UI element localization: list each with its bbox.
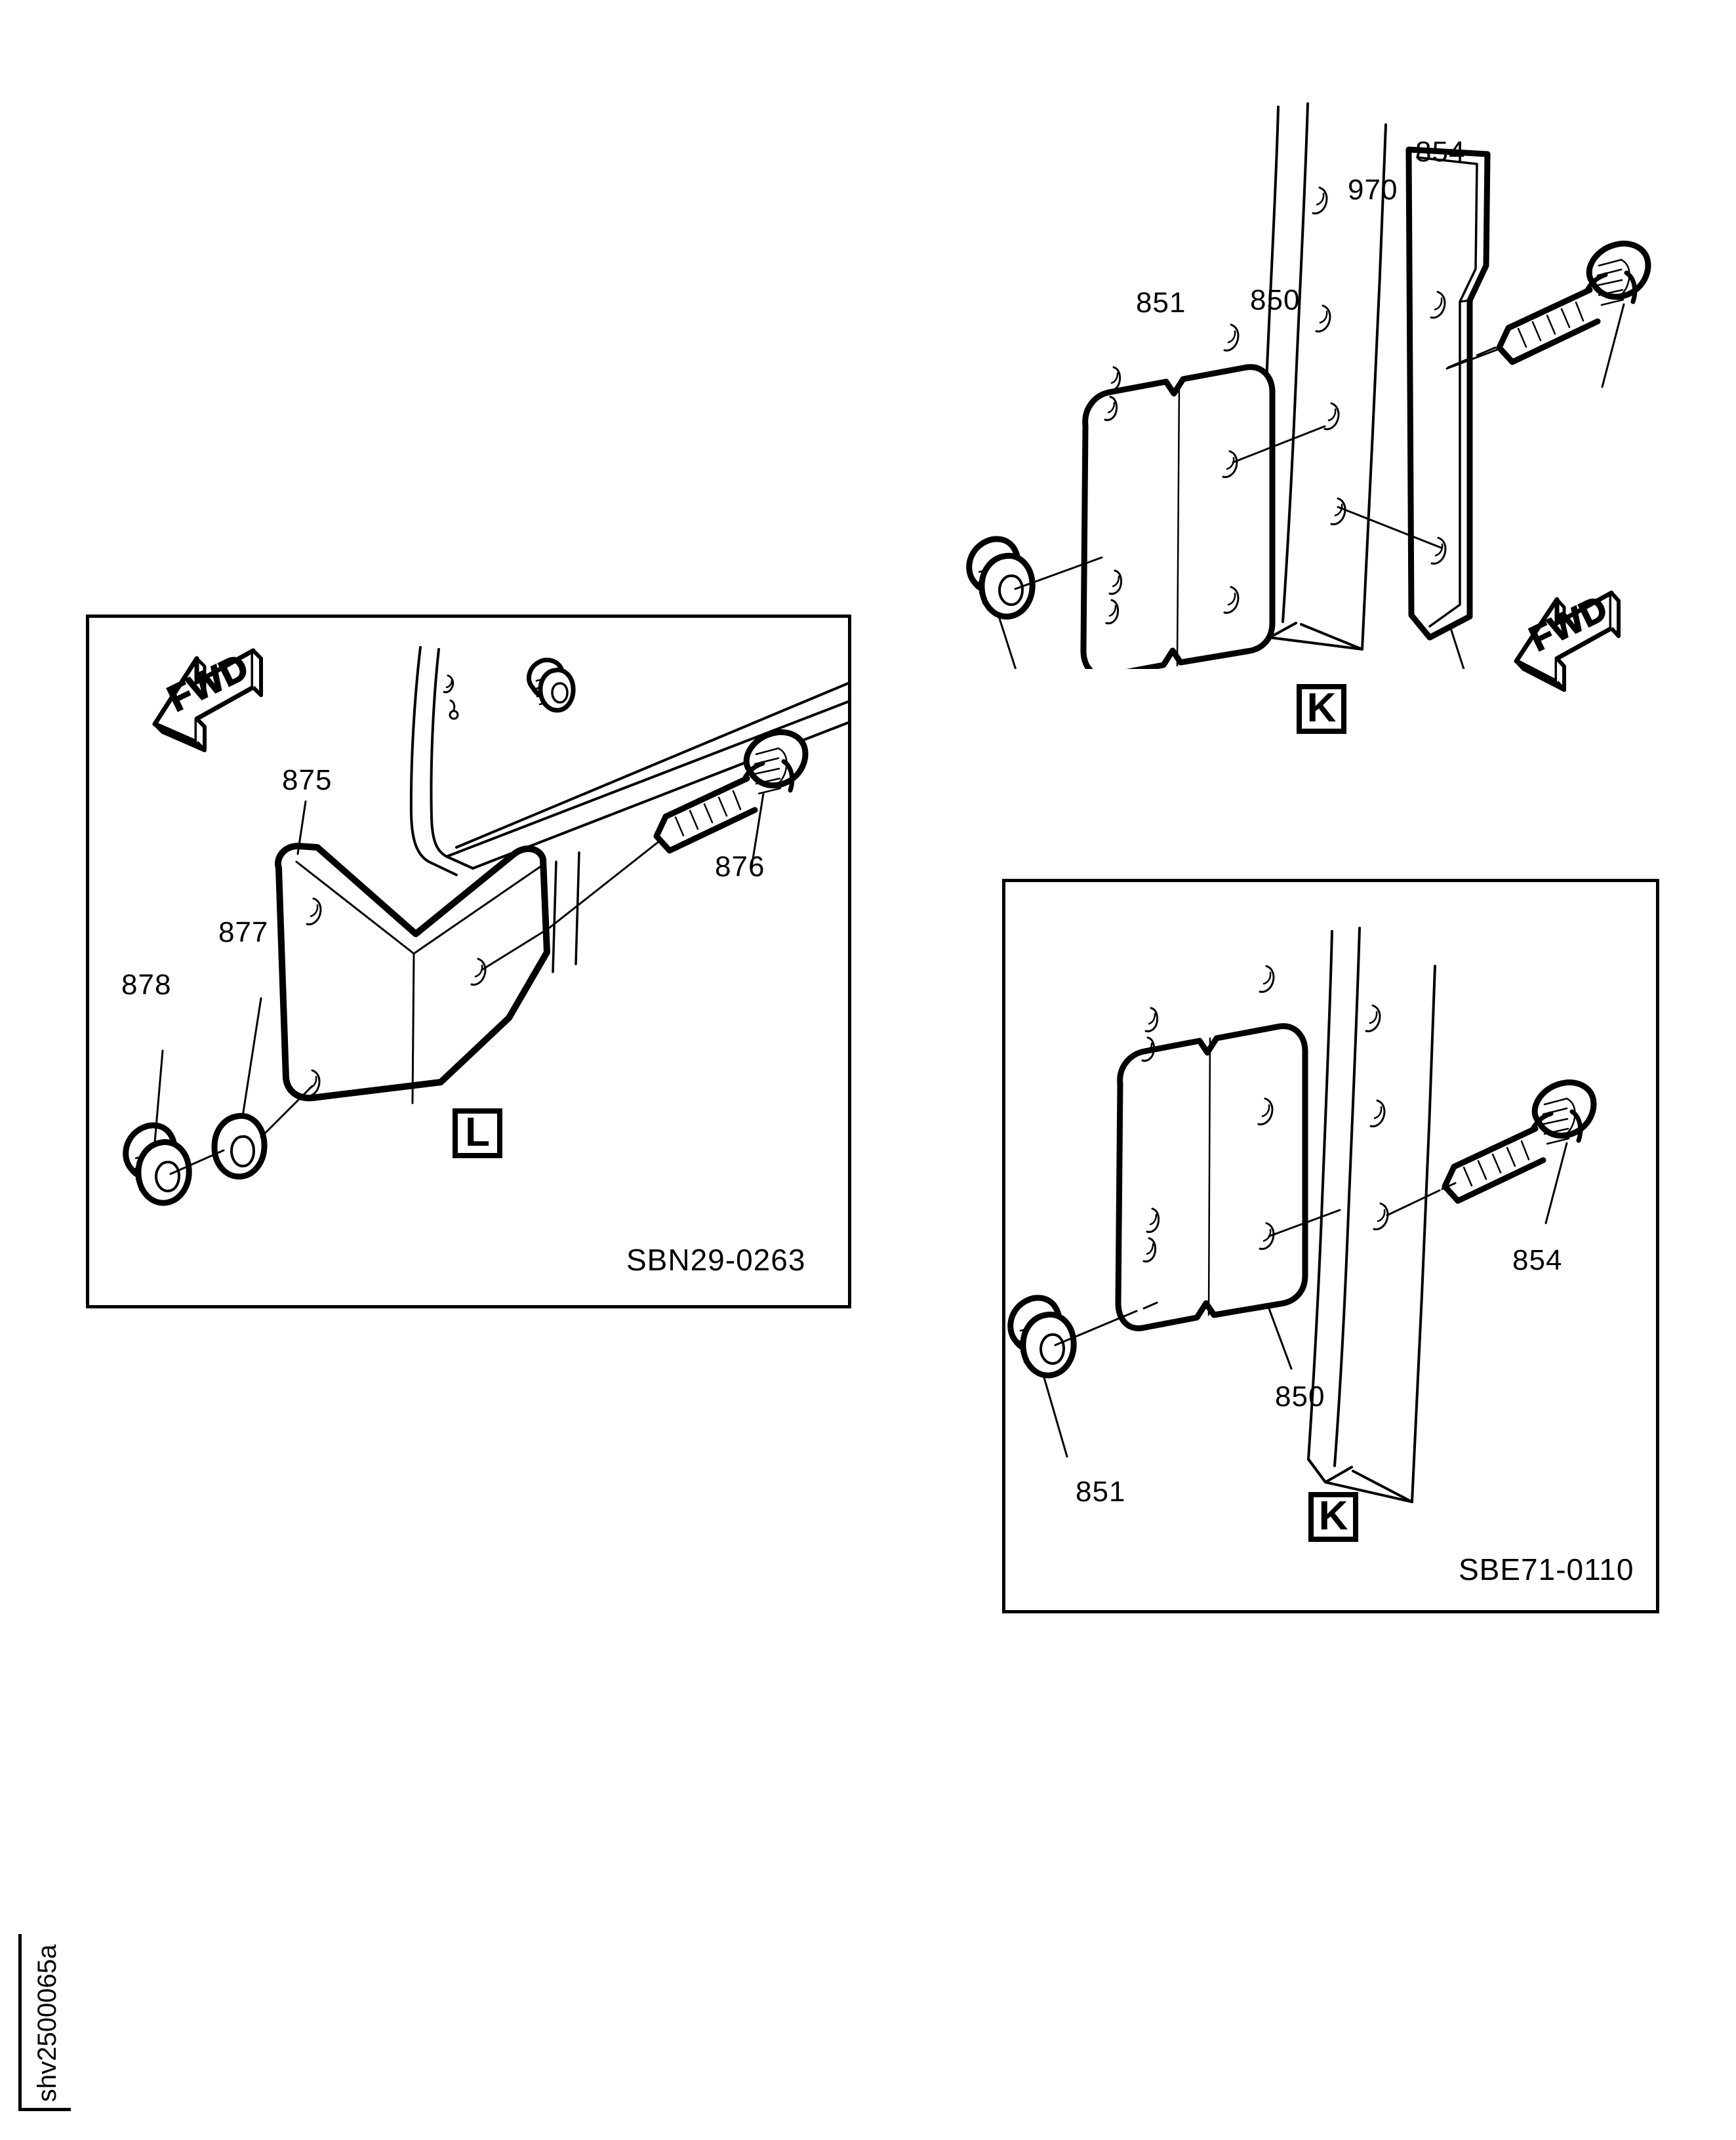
letter-marker-K-panel-text: K (1318, 1493, 1348, 1539)
callout-854-top: 854 (1415, 136, 1466, 168)
top-right-assembly-drawing (966, 102, 1651, 669)
callout-875: 875 (282, 764, 333, 796)
page-id-rule-vertical (18, 1934, 22, 2111)
callout-878: 878 (121, 969, 172, 1001)
letter-marker-K-top: K (1297, 684, 1346, 734)
callout-850-top: 850 (1250, 284, 1301, 316)
callout-854-panel-K: 854 (1512, 1244, 1563, 1276)
callout-876: 876 (715, 851, 765, 883)
letter-marker-K-panel: K (1308, 1492, 1358, 1542)
page-id-rule-horizontal (18, 2108, 71, 2111)
fwd-arrow-icon-panel-L: FWD (152, 645, 263, 752)
drawing-code-panel-L: SBN29-0263 (626, 1243, 806, 1277)
panel-K-drawing (1007, 927, 1597, 1503)
callout-877: 877 (218, 916, 269, 948)
callout-851-panel-K: 851 (1076, 1476, 1126, 1508)
letter-marker-L: L (453, 1108, 502, 1158)
callout-851-top: 851 (1136, 287, 1186, 319)
callout-970: 970 (1348, 174, 1398, 206)
letter-marker-L-text: L (465, 1109, 490, 1155)
page-id-label: shv2500065a (33, 1944, 62, 2102)
letter-marker-K-top-text: K (1306, 685, 1337, 731)
callout-850-panel-K: 850 (1275, 1381, 1325, 1413)
fwd-arrow-icon-top-right: FWD (1514, 589, 1621, 692)
drawing-code-panel-K: SBE71-0110 (1459, 1552, 1634, 1586)
panel-L-drawing (123, 646, 848, 1206)
panel-L-frame (86, 615, 851, 1308)
